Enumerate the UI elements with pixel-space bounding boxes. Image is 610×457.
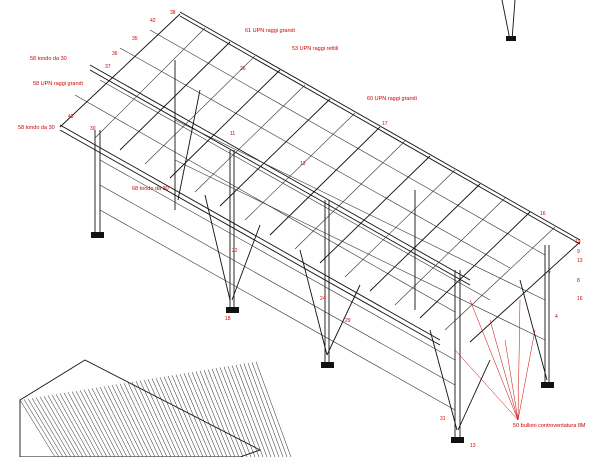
- member-number: 7: [548, 271, 551, 277]
- label-tondo-center: 68 tondo da 30: [132, 186, 169, 192]
- member-number: 16: [540, 211, 546, 217]
- roof-panel-hatch: [19, 359, 292, 457]
- label-upn-grandi-left: 58 UPN raggi grandi: [33, 81, 83, 87]
- label-tondo-left: 58 tondo da 30: [30, 56, 67, 62]
- member-number: 4: [555, 314, 558, 320]
- columns: [94, 60, 550, 440]
- member-number: 13: [300, 161, 306, 167]
- member-number: 35: [132, 36, 138, 42]
- member-number: 24: [320, 296, 326, 302]
- roof-frame: [59, 11, 581, 346]
- braces: [177, 89, 548, 431]
- base-plates: [91, 232, 554, 443]
- member-number: 13: [577, 258, 583, 264]
- member-number: 38: [170, 10, 176, 16]
- label-tondo-far-left: 58 tondo da 30: [18, 125, 55, 131]
- top-right-fragment: [501, 0, 516, 41]
- bulloni-leaders: [454, 299, 536, 421]
- label-upn-rettili: 53 UPN raggi rettili: [292, 46, 338, 52]
- member-number: 37: [105, 64, 111, 70]
- member-number: 11: [230, 131, 235, 137]
- member-numbers: 38 42 35 36 37 43 30 26 17 22 11 13 18 2…: [68, 10, 583, 449]
- member-number: 22: [232, 248, 238, 254]
- label-upn-grandi-top: 61 UPN raggi grandi: [245, 28, 295, 34]
- member-number: 26: [240, 66, 246, 72]
- member-number: 42: [150, 18, 156, 24]
- member-number: 36: [112, 51, 118, 57]
- member-number: 13: [470, 443, 476, 449]
- member-number: 19: [575, 239, 581, 245]
- member-number: 18: [225, 316, 231, 322]
- member-number: 9: [577, 249, 580, 255]
- member-number: 17: [382, 121, 388, 127]
- label-upn-grandi-right: 60 UPN raggi grandi: [367, 96, 417, 102]
- member-number: 30: [90, 126, 96, 132]
- label-bulloni: 50 bulloni controventatura 8M: [513, 423, 586, 429]
- member-number: 31: [440, 416, 446, 422]
- side-rails: [99, 119, 546, 411]
- annotations: 61 UPN raggi grandi 53 UPN raggi rettili…: [18, 28, 586, 429]
- member-number: 16: [577, 296, 583, 302]
- member-number: 8: [577, 278, 580, 284]
- member-number: 43: [68, 114, 74, 120]
- member-number: 29: [345, 318, 351, 324]
